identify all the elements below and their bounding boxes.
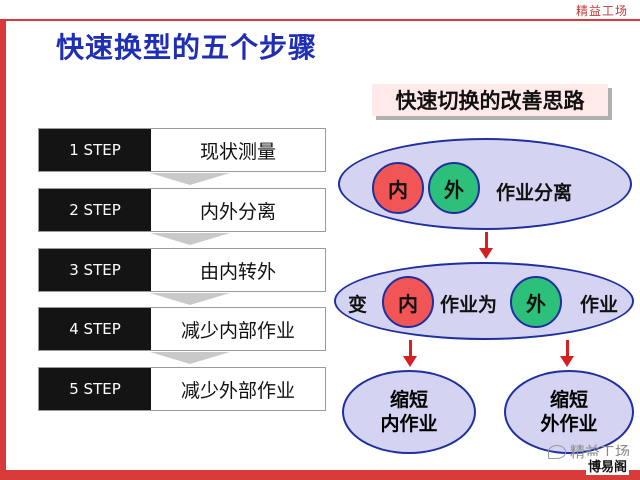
step-chevron: [150, 233, 230, 245]
conversion-suffix: 作业: [580, 294, 619, 316]
subtitle-box: 快速切换的改善思路: [372, 84, 608, 116]
top-rule: [0, 19, 640, 21]
result-line: 缩短: [389, 389, 428, 411]
step-4: 4 STEP 减少内部作业: [38, 307, 326, 351]
step-text: 减少外部作业: [180, 379, 295, 402]
result-line: 缩短: [549, 389, 588, 411]
step-text: 减少内部作业: [180, 319, 295, 342]
brand-label: 精益工场: [575, 4, 628, 18]
bottom-accent-bar: [0, 470, 640, 480]
separation-text: 作业分离: [496, 182, 573, 204]
result-inner-ellipse: 缩短 内作业: [342, 370, 476, 454]
outer-circle: 外: [428, 162, 480, 214]
watermark-site: 博易阁: [586, 456, 630, 475]
arrow-down-icon: [479, 248, 493, 259]
step-label: 3 STEP: [39, 249, 151, 291]
arrow-down-icon: [403, 356, 417, 367]
inner-circle: 内: [372, 162, 424, 214]
arrow-shaft: [566, 340, 569, 358]
arrow-down-icon: [560, 356, 574, 367]
step-2: 2 STEP 内外分离: [38, 188, 326, 232]
step-3: 3 STEP 由内转外: [38, 248, 326, 292]
arrow-shaft: [409, 340, 412, 358]
subtitle-text: 快速切换的改善思路: [395, 89, 585, 113]
step-label: 2 STEP: [39, 189, 151, 231]
step-label: 1 STEP: [39, 129, 151, 171]
result-line: 内作业: [380, 413, 438, 435]
step-1: 1 STEP 现状测量: [38, 128, 326, 172]
left-accent-bar: [0, 21, 6, 480]
step-label: 5 STEP: [39, 368, 151, 410]
step-text: 内外分离: [199, 200, 276, 223]
step-text: 现状测量: [199, 140, 276, 163]
step-chevron: [150, 173, 230, 185]
step-text: 由内转外: [199, 260, 276, 283]
result-outer-ellipse: 缩短 外作业: [504, 370, 634, 454]
wechat-icon: [548, 444, 566, 459]
conversion-middle: 作业为: [440, 294, 498, 316]
step-label: 4 STEP: [39, 308, 151, 350]
step-chevron: [150, 293, 230, 305]
conversion-prefix: 变: [348, 294, 368, 316]
arrow-shaft: [485, 232, 488, 250]
result-line: 外作业: [540, 413, 598, 435]
inner-circle: 内: [382, 276, 434, 328]
step-chevron: [150, 352, 230, 364]
step-5: 5 STEP 减少外部作业: [38, 367, 326, 411]
outer-circle: 外: [510, 276, 562, 328]
slide-title: 快速换型的五个步骤: [56, 31, 318, 64]
